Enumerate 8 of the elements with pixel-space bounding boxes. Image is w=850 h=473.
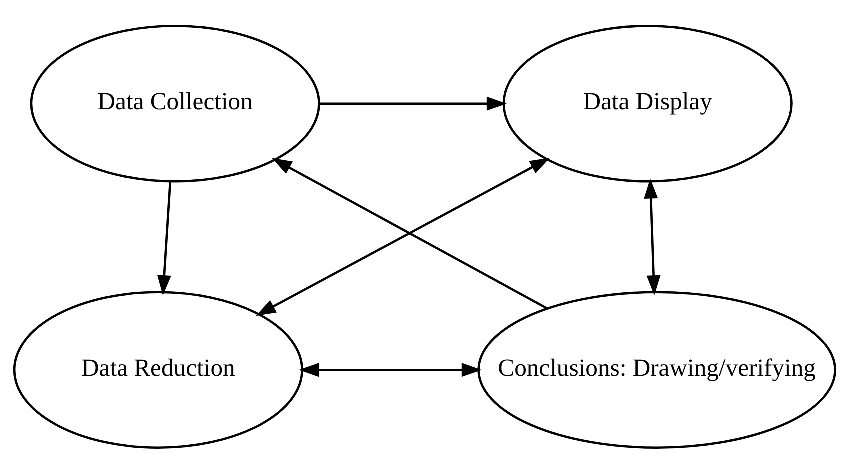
arrow (319, 96, 507, 110)
arrow (299, 362, 482, 377)
node-ellipse: Data Reduction (13, 290, 304, 448)
node-ellipse: Data Collection (30, 24, 320, 182)
node-ellipse: Conclusions: Drawing/verifying (478, 290, 836, 448)
arrow (644, 178, 661, 296)
node-ellipse: Data Display (502, 24, 793, 182)
arrow (157, 182, 172, 296)
